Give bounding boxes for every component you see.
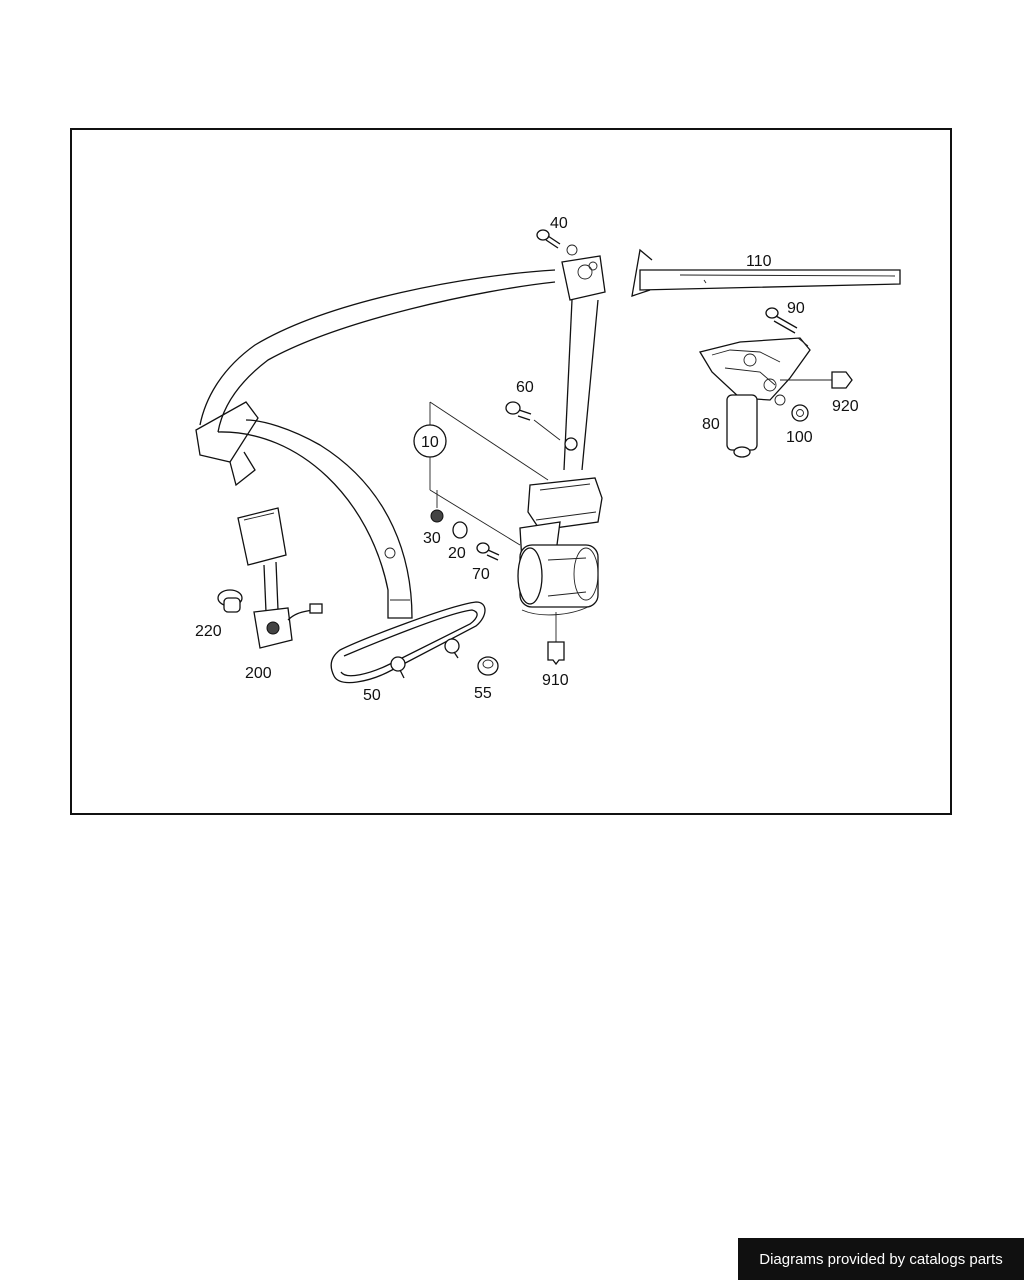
label-60: 60 xyxy=(516,379,534,396)
footer-credit: Diagrams provided by catalogs parts xyxy=(738,1238,1024,1280)
washer-30 xyxy=(430,509,444,523)
belt-webbing xyxy=(195,269,556,619)
nut-100 xyxy=(791,404,809,422)
label-80: 80 xyxy=(702,416,720,433)
height-adjuster-rail xyxy=(631,248,901,297)
part-220 xyxy=(217,589,243,613)
label-50: 50 xyxy=(363,687,381,704)
cap-20 xyxy=(452,521,468,539)
bolt-90 xyxy=(765,307,798,334)
retractor xyxy=(517,477,603,616)
label-220: 220 xyxy=(195,623,222,640)
diagram-frame xyxy=(70,128,952,815)
callout-10 xyxy=(413,401,549,546)
upper-guide xyxy=(561,255,606,471)
label-70: 70 xyxy=(472,566,490,583)
label-200: 200 xyxy=(245,665,272,682)
motor-assembly xyxy=(698,337,811,458)
label-30: 30 xyxy=(423,530,441,547)
cable-50 xyxy=(330,601,486,684)
label-110: 110 xyxy=(746,253,772,270)
bolt-70 xyxy=(476,542,500,561)
label-10: 10 xyxy=(421,434,439,451)
connector-910 xyxy=(547,612,565,666)
label-55: 55 xyxy=(474,685,492,702)
bolt-60 xyxy=(505,401,561,441)
bolt-40 xyxy=(536,229,578,256)
label-100: 100 xyxy=(786,429,813,446)
label-90: 90 xyxy=(787,300,805,317)
seat-belt-exploded-diagram: 40 110 90 60 10 920 80 100 30 20 70 220 … xyxy=(195,215,901,704)
label-910: 910 xyxy=(542,672,569,689)
label-20: 20 xyxy=(448,545,466,562)
connector-920 xyxy=(780,371,853,389)
label-920: 920 xyxy=(832,398,859,415)
part-labels: 40 110 90 60 10 920 80 100 30 20 70 220 … xyxy=(195,215,859,704)
label-40: 40 xyxy=(550,215,568,232)
part-55 xyxy=(477,656,499,676)
buckle-200 xyxy=(237,507,323,649)
